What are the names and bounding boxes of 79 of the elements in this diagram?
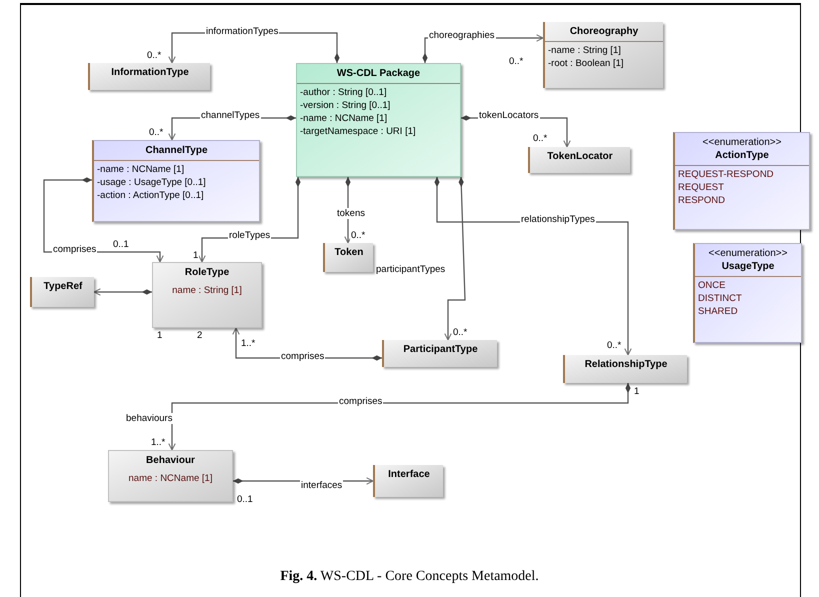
attribute: -name : String [1] <box>548 44 622 57</box>
association-line <box>93 288 152 296</box>
class-name: Token <box>334 246 364 259</box>
multiplicity-label: 0..* <box>146 50 162 61</box>
attribute: -action : ActionType [0..1] <box>97 189 205 202</box>
attribute: REQUEST-RESPOND <box>678 168 775 181</box>
association-line <box>168 383 631 451</box>
multiplicity-label: 1..* <box>150 437 166 448</box>
multiplicity-label: 0..* <box>508 56 524 67</box>
class-name: WS-CDL Package <box>336 67 420 80</box>
edge-label: informationTypes <box>205 26 280 37</box>
class-name: Choreography <box>570 25 638 38</box>
class-box <box>528 147 630 173</box>
attribute: -name : NCName [1] <box>300 112 388 125</box>
class-box <box>152 262 262 328</box>
attribute: DISTINCT <box>698 292 743 305</box>
class-name: TokenLocator <box>547 150 613 163</box>
class-box <box>108 450 233 502</box>
attribute: -name : NCName [1] <box>97 163 186 176</box>
multiplicity-label: 1 <box>192 250 200 261</box>
class-name: TypeRef <box>44 280 82 293</box>
attribute: name : NCName [1] <box>128 472 214 485</box>
edge-label: participantTypes <box>375 264 446 275</box>
multiplicity-label: 0..* <box>350 230 366 241</box>
edge-label: tokens <box>336 208 366 219</box>
multiplicity-label: 0..* <box>606 340 622 351</box>
attribute: SHARED <box>698 305 739 318</box>
edge-label: relationshipTypes <box>520 214 596 225</box>
class-name: Interface <box>388 468 430 481</box>
class-box <box>673 132 810 230</box>
multiplicity-label: 0..* <box>532 133 548 144</box>
multiplicity-label: 2 <box>196 330 204 341</box>
attribute: -author : String [0..1] <box>300 86 388 99</box>
class-name: RelationshipType <box>584 358 668 371</box>
stereotype: <<enumeration>> <box>708 247 788 260</box>
stereotype: <<enumeration>> <box>702 136 782 149</box>
edge-label: channelTypes <box>200 110 261 121</box>
attribute: RESPOND <box>678 194 726 207</box>
class-box <box>296 63 461 177</box>
class-box <box>563 355 687 383</box>
multiplicity-label: 0..* <box>148 127 164 138</box>
class-name: InformationType <box>111 66 189 79</box>
class-box <box>382 340 497 367</box>
attribute: name : String [1] <box>171 284 243 297</box>
attribute: -usage : UsageType [0..1] <box>97 176 207 189</box>
association-line <box>444 176 466 341</box>
multiplicity-label: 0..1 <box>236 494 254 505</box>
multiplicity-label: 1..* <box>240 338 256 349</box>
attribute: -root : Boolean [1] <box>548 57 625 70</box>
attribute: ONCE <box>698 279 726 292</box>
figure-caption: Fig. 4. WS-CDL - Core Concepts Metamodel. <box>279 568 540 586</box>
class-box <box>30 277 94 307</box>
class-box <box>543 22 663 88</box>
attribute: -targetNamespace : URI [1] <box>300 125 417 138</box>
edge-label: choreographies <box>428 30 496 41</box>
class-name: Behaviour <box>146 454 195 467</box>
class-box <box>323 243 373 272</box>
multiplicity-label: 1 <box>156 330 164 341</box>
class-name: UsageType <box>722 260 774 273</box>
edge-label: comprises <box>52 244 98 255</box>
multiplicity-label: behaviours <box>125 413 174 424</box>
class-name: ChannelType <box>145 144 208 157</box>
edge-label: tokenLocators <box>478 110 540 121</box>
edge-label: comprises <box>338 396 384 407</box>
multiplicity-label: 0..1 <box>112 239 130 250</box>
class-box <box>693 243 802 343</box>
class-name: RoleType <box>184 266 230 279</box>
class-box <box>373 465 443 497</box>
edge-label: interfaces <box>300 480 344 491</box>
multiplicity-label: 1 <box>633 386 640 397</box>
class-box <box>88 63 210 90</box>
edge-label: roleTypes <box>228 230 272 241</box>
class-name: ParticipantType <box>403 343 478 356</box>
attribute: -version : String [0..1] <box>300 99 392 112</box>
edge-label: comprises <box>280 351 326 362</box>
multiplicity-label: 0..* <box>452 327 468 338</box>
class-box <box>92 140 260 222</box>
attribute: REQUEST <box>678 181 725 194</box>
class-name: ActionType <box>715 149 769 162</box>
